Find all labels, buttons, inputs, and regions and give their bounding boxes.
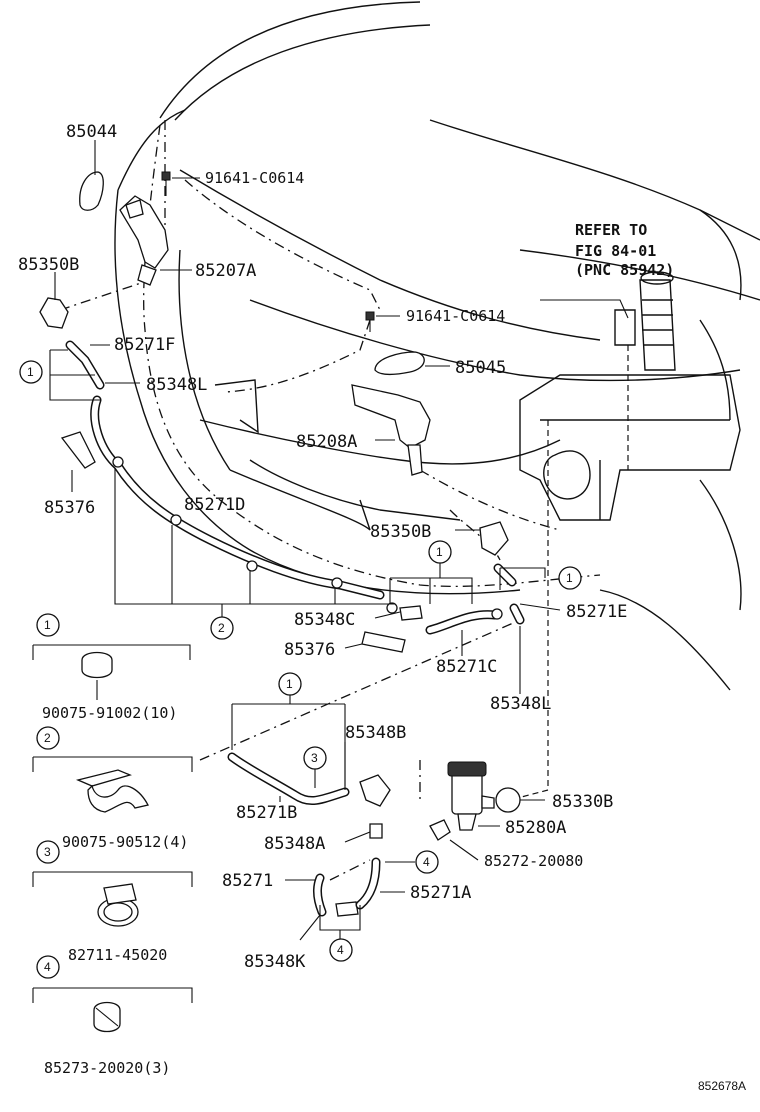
label-85350b-top: 85350B xyxy=(18,255,79,275)
label-85271: 85271 xyxy=(222,871,273,891)
cap-85045 xyxy=(374,351,425,376)
callout-1-mid-label: 1 xyxy=(436,545,443,559)
callout-4-lower xyxy=(329,938,353,962)
label-85280a: 85280A xyxy=(505,818,566,838)
label-85272: 85272-20080 xyxy=(484,852,583,870)
callout-4-lower-label: 4 xyxy=(337,943,344,957)
bracket-85350b-mid xyxy=(479,521,509,556)
refer-note: REFER TO FIG 84-01 (PNC 85942) xyxy=(540,221,674,319)
callout-4-right-label: 4 xyxy=(423,855,430,869)
callout-2 xyxy=(210,616,234,640)
joint-85348b xyxy=(359,774,391,807)
joint-85348k xyxy=(335,901,359,917)
label-85348a: 85348A xyxy=(264,834,325,854)
label-85271a: 85271A xyxy=(410,883,471,903)
label-85207a: 85207A xyxy=(195,261,256,281)
washer-nozzle-85208a xyxy=(351,384,431,476)
label-91641-mid: 91641-C0614 xyxy=(406,307,505,325)
leader-lines xyxy=(49,140,561,941)
legend-3-part: 82711-45020 xyxy=(68,946,167,964)
washer-pump-85280a xyxy=(447,761,495,831)
legend-1-part: 90075-91002(10) xyxy=(42,704,177,722)
legend-item-3: 3 82711-45020 xyxy=(32,840,193,964)
joint-85348c xyxy=(399,605,423,621)
pad-85376-mid xyxy=(361,631,406,653)
grommet-85330b xyxy=(495,787,521,813)
bolt-91641-mid xyxy=(365,311,375,332)
legend-item-4: 4 85273-20020(3) xyxy=(32,955,193,1077)
refer-line-3: (PNC 85942) xyxy=(575,261,674,279)
label-85271b: 85271B xyxy=(236,803,297,823)
callout-1-left-label: 1 xyxy=(27,365,34,379)
callout-3-label: 3 xyxy=(311,751,318,765)
callout-2-label: 2 xyxy=(218,621,225,635)
legend-item-1: 1 90075-91002(10) xyxy=(32,613,191,722)
bolt-91641-top xyxy=(161,171,171,196)
refer-line-2: FIG 84-01 xyxy=(575,242,656,260)
legend-4-num: 4 xyxy=(44,960,51,974)
figure-id: 852678A xyxy=(698,1079,746,1093)
label-85271c: 85271C xyxy=(436,657,497,677)
parts-graphics xyxy=(39,171,521,917)
label-85271d: 85271D xyxy=(184,495,245,515)
label-85271e: 85271E xyxy=(566,602,627,622)
refer-line-1: REFER TO xyxy=(575,221,647,239)
bracket-85350b-top xyxy=(39,297,69,329)
legend-3-num: 3 xyxy=(44,845,51,859)
callout-1-right-label: 1 xyxy=(566,571,573,585)
vehicle-body-outline xyxy=(114,1,760,691)
callout-1-mid xyxy=(428,540,452,564)
label-85045: 85045 xyxy=(455,358,506,378)
label-85044: 85044 xyxy=(66,122,117,142)
label-85348l-mid: 85348L xyxy=(490,694,551,714)
callout-1-lower xyxy=(278,672,302,696)
label-85348c: 85348C xyxy=(294,610,355,630)
label-85208a: 85208A xyxy=(296,432,357,452)
legend-1-num: 1 xyxy=(44,618,51,632)
label-85376-left: 85376 xyxy=(44,498,95,518)
clamp-85272 xyxy=(429,819,451,841)
label-85348k: 85348K xyxy=(244,952,306,972)
label-85271f: 85271F xyxy=(114,335,175,355)
callout-1-lower-label: 1 xyxy=(286,677,293,691)
legend-4-part: 85273-20020(3) xyxy=(44,1059,170,1077)
callout-1-left xyxy=(19,360,43,384)
guide-lines xyxy=(59,120,629,881)
callout-4-right xyxy=(415,850,439,874)
label-91641-top: 91641-C0614 xyxy=(205,169,304,187)
label-85348l-top: 85348L xyxy=(146,375,207,395)
callout-1-right xyxy=(558,566,582,590)
callout-circles: 1 2 1 1 1 3 4 4 xyxy=(19,360,582,962)
label-85330b: 85330B xyxy=(552,792,613,812)
legend: 1 90075-91002(10) 2 90075-90512(4) 3 827… xyxy=(32,613,193,1077)
washer-nozzle-85207a xyxy=(119,195,169,286)
part-labels: 85044 91641-C0614 85350B 85207A 91641-C0… xyxy=(18,122,627,972)
label-85348b: 85348B xyxy=(345,723,406,743)
pad-85376-left xyxy=(60,431,96,469)
callout-3 xyxy=(303,746,327,770)
legend-2-num: 2 xyxy=(44,731,51,745)
label-85376-mid: 85376 xyxy=(284,640,335,660)
fitting-85348a xyxy=(369,823,383,839)
cap-85044 xyxy=(79,171,104,211)
label-85350b-mid: 85350B xyxy=(370,522,431,542)
legend-2-part: 90075-90512(4) xyxy=(62,833,188,851)
legend-item-2: 2 90075-90512(4) xyxy=(32,726,193,851)
